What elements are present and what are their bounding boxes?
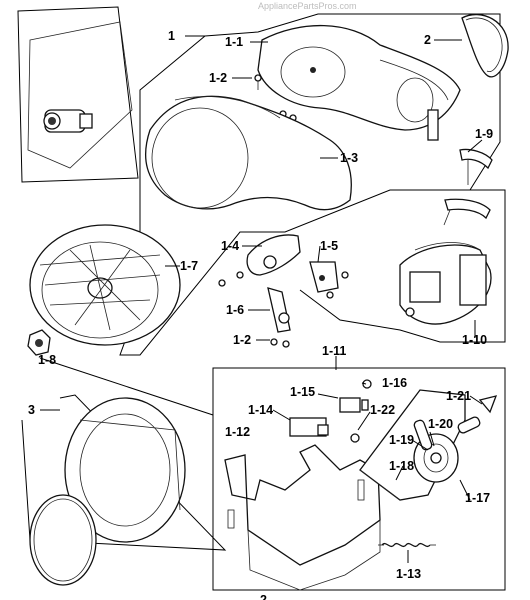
callout-1-18: 1-18: [389, 459, 414, 473]
callout-1-13: 1-13: [396, 567, 421, 581]
front-duct-icon-3: [29, 397, 186, 586]
motor-icon-1-10: [399, 242, 492, 325]
callout-1-20: 1-20: [428, 417, 453, 431]
spring-icon-1-13: [378, 542, 436, 548]
callout-1-17: 1-17: [465, 491, 490, 505]
callout-1-19: 1-19: [389, 433, 414, 447]
callout-1: 1: [168, 29, 175, 43]
watermark-text: AppliancePartsPros.com: [258, 1, 357, 11]
callout-1-10: 1-10: [462, 333, 487, 347]
callout-1-11: 1-11: [322, 344, 346, 358]
box-1-11: [212, 367, 506, 591]
callout-1-21: 1-21: [446, 389, 471, 403]
callout-3: 3: [28, 403, 35, 417]
idler-assembly-icon: [359, 389, 498, 501]
callout-1-1: 1-1: [225, 35, 243, 49]
nut-icon-1-8: [27, 329, 51, 356]
base-bracket-icon: [224, 444, 381, 591]
callout-1-12: 1-12: [225, 425, 250, 439]
callout-1-22: 1-22: [370, 403, 395, 417]
drive-belt-icon: [461, 13, 509, 78]
callout-1-2a: 1-2: [209, 71, 227, 85]
callout-1-8: 1-8: [38, 353, 56, 367]
inset-motor-box: [17, 6, 139, 183]
callout-1-14: 1-14: [248, 403, 273, 417]
callout-2: 2: [424, 33, 431, 47]
blower-housing-rear: [257, 24, 461, 141]
callout-1-7: 1-7: [180, 259, 198, 273]
leader-line-1-8: [39, 357, 214, 416]
sensor-parts-icon: [289, 379, 372, 443]
callout-1-5: 1-5: [320, 239, 338, 253]
callout-1-2b: 1-2: [233, 333, 251, 347]
blower-housing-front: [145, 95, 352, 211]
assembly-1-outline: [119, 13, 501, 356]
callout-1-9: 1-9: [475, 127, 493, 141]
idler-bracket-icon: [218, 234, 349, 348]
callout-1-3: 1-3: [340, 151, 358, 165]
callout-1-15: 1-15: [290, 385, 315, 399]
callout-1-4: 1-4: [221, 239, 239, 253]
callout-1-6: 1-6: [226, 303, 244, 317]
callout-1-16: 1-16: [382, 376, 407, 390]
blower-wheel-icon: [29, 224, 181, 346]
clip-icon-1-9: [443, 148, 493, 226]
motor-area-outline: [299, 189, 506, 343]
page-marker: 2: [260, 593, 267, 600]
section-3-outline: [21, 394, 227, 551]
inset-motor-icon: [43, 109, 93, 133]
leader-lines: [40, 35, 483, 563]
